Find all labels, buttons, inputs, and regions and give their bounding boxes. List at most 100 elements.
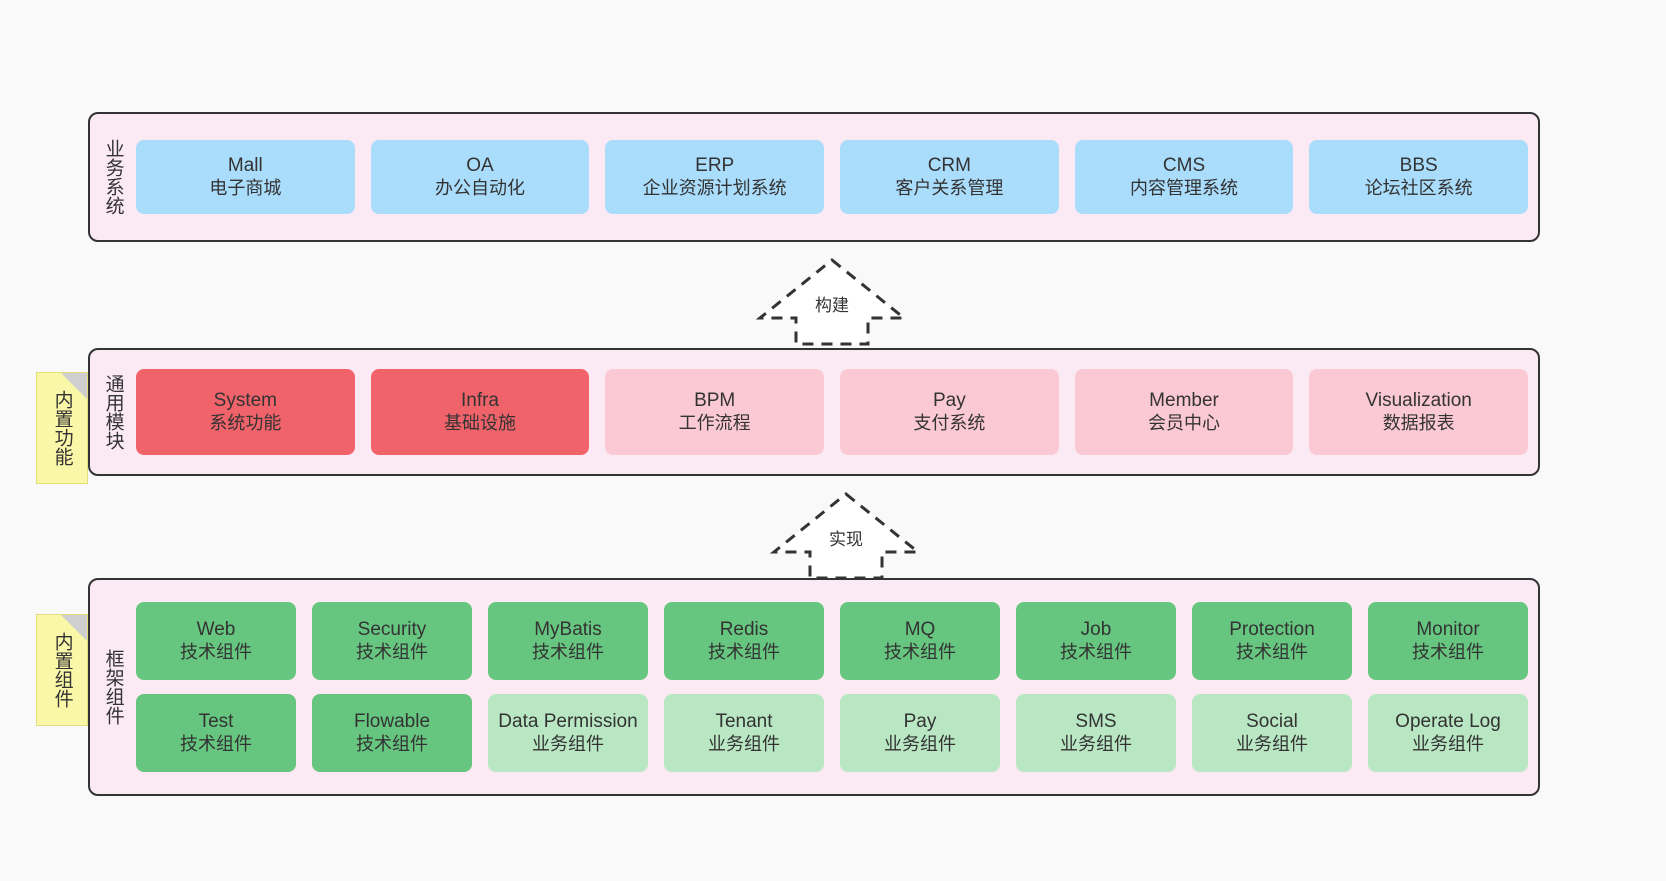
node-title: Data Permission (498, 710, 638, 732)
node-desc: 技术组件 (180, 733, 252, 754)
layer-business-systems: 业务系统 Mall 电子商城 OA 办公自动化 ERP 企业资源计划系统 CRM… (88, 112, 1540, 242)
node-desc: 支付系统 (913, 412, 986, 433)
layer-common-modules: 通用模块 System 系统功能 Infra 基础设施 BPM 工作流程 Pay… (88, 348, 1540, 476)
node-title: Infra (460, 389, 500, 411)
node-operate-log[interactable]: Operate Log 业务组件 (1368, 694, 1528, 772)
page-fold-icon (61, 373, 87, 399)
node-title: System (213, 389, 278, 411)
node-desc: 技术组件 (1236, 641, 1308, 662)
node-bbs[interactable]: BBS 论坛社区系统 (1309, 140, 1529, 214)
node-title: Operate Log (1395, 710, 1501, 732)
node-erp[interactable]: ERP 企业资源计划系统 (605, 140, 825, 214)
node-desc: 内容管理系统 (1130, 177, 1239, 198)
node-title: CMS (1162, 154, 1206, 176)
node-title: Protection (1229, 618, 1315, 640)
node-title: MQ (904, 618, 936, 640)
sticky-note-label: 内置组件 (51, 632, 73, 708)
node-desc: 业务组件 (708, 733, 780, 754)
framework-row-business: Test 技术组件 Flowable 技术组件 Data Permission … (136, 694, 1528, 772)
node-desc: 业务组件 (532, 733, 604, 754)
node-system[interactable]: System 系统功能 (136, 369, 355, 455)
node-cms[interactable]: CMS 内容管理系统 (1074, 140, 1294, 214)
node-desc: 技术组件 (1060, 641, 1132, 662)
page-fold-icon (61, 615, 87, 641)
node-tenant[interactable]: Tenant 业务组件 (664, 694, 824, 772)
node-desc: 电子商城 (209, 177, 282, 198)
node-test[interactable]: Test 技术组件 (136, 694, 296, 772)
node-pay[interactable]: Pay 支付系统 (840, 369, 1059, 455)
node-desc: 基础设施 (444, 412, 516, 433)
node-visualization[interactable]: Visualization 数据报表 (1309, 369, 1529, 455)
node-title: BBS (1399, 154, 1438, 176)
node-desc: 技术组件 (884, 641, 956, 662)
node-desc: 技术组件 (356, 733, 428, 754)
connector-implement-label: 实现 (829, 530, 863, 549)
node-desc: 论坛社区系统 (1364, 177, 1473, 198)
node-redis[interactable]: Redis 技术组件 (664, 602, 824, 680)
node-title: OA (466, 154, 494, 176)
layer-title-framework-components: 框架组件 (102, 649, 124, 725)
node-desc: 技术组件 (532, 641, 604, 662)
node-desc: 客户关系管理 (895, 177, 1004, 198)
node-title: Visualization (1365, 389, 1472, 411)
node-desc: 业务组件 (1412, 733, 1484, 754)
node-desc: 技术组件 (356, 641, 428, 662)
node-title: Mall (227, 154, 263, 176)
node-desc: 业务组件 (884, 733, 956, 754)
node-monitor[interactable]: Monitor 技术组件 (1368, 602, 1528, 680)
node-oa[interactable]: OA 办公自动化 (370, 140, 590, 214)
node-bpm[interactable]: BPM 工作流程 (605, 369, 825, 455)
sticky-note-builtin-components: 内置组件 (36, 614, 88, 726)
layer-title-common-modules: 通用模块 (102, 374, 124, 450)
layer-title-business-systems: 业务系统 (102, 139, 124, 215)
node-job[interactable]: Job 技术组件 (1016, 602, 1176, 680)
node-desc: 技术组件 (1412, 641, 1484, 662)
node-member[interactable]: Member 会员中心 (1074, 369, 1294, 455)
node-infra[interactable]: Infra 基础设施 (370, 369, 590, 455)
node-title: Test (198, 710, 234, 732)
node-security[interactable]: Security 技术组件 (312, 602, 472, 680)
node-flowable[interactable]: Flowable 技术组件 (312, 694, 472, 772)
node-mall[interactable]: Mall 电子商城 (136, 140, 355, 214)
node-mq[interactable]: MQ 技术组件 (840, 602, 1000, 680)
node-desc: 数据报表 (1382, 412, 1455, 433)
node-title: Member (1149, 389, 1219, 411)
node-web[interactable]: Web 技术组件 (136, 602, 296, 680)
node-title: Pay (903, 710, 937, 732)
node-protection[interactable]: Protection 技术组件 (1192, 602, 1352, 680)
node-desc: 会员中心 (1148, 412, 1221, 433)
node-desc: 业务组件 (1060, 733, 1132, 754)
node-title: Flowable (353, 710, 431, 732)
node-title: BPM (694, 389, 736, 411)
node-title: CRM (927, 154, 971, 176)
node-title: SMS (1075, 710, 1117, 732)
connector-build-label: 构建 (815, 296, 849, 315)
node-title: Pay (932, 389, 966, 411)
node-social[interactable]: Social 业务组件 (1192, 694, 1352, 772)
node-pay-business[interactable]: Pay 业务组件 (840, 694, 1000, 772)
node-title: Monitor (1416, 618, 1480, 640)
node-title: Job (1080, 618, 1112, 640)
node-title: Security (357, 618, 427, 640)
node-title: ERP (695, 154, 735, 176)
node-title: Social (1246, 710, 1298, 732)
node-sms[interactable]: SMS 业务组件 (1016, 694, 1176, 772)
node-desc: 工作流程 (678, 412, 751, 433)
sticky-note-builtin-features: 内置功能 (36, 372, 88, 484)
node-desc: 企业资源计划系统 (642, 177, 787, 198)
node-title: MyBatis (534, 618, 602, 640)
node-desc: 办公自动化 (435, 177, 525, 198)
node-desc: 业务组件 (1236, 733, 1308, 754)
node-mybatis[interactable]: MyBatis 技术组件 (488, 602, 648, 680)
node-desc: 系统功能 (209, 412, 282, 433)
framework-row-technical: Web 技术组件 Security 技术组件 MyBatis 技术组件 Redi… (136, 602, 1528, 680)
layer-framework-components: 框架组件 Web 技术组件 Security 技术组件 MyBatis 技术组件… (88, 578, 1540, 796)
sticky-note-label: 内置功能 (51, 390, 73, 466)
node-title: Redis (719, 618, 769, 640)
node-crm[interactable]: CRM 客户关系管理 (840, 140, 1059, 214)
node-title: Web (196, 618, 236, 640)
connector-build-arrow (752, 256, 912, 348)
node-desc: 技术组件 (180, 641, 252, 662)
node-data-permission[interactable]: Data Permission 业务组件 (488, 694, 648, 772)
